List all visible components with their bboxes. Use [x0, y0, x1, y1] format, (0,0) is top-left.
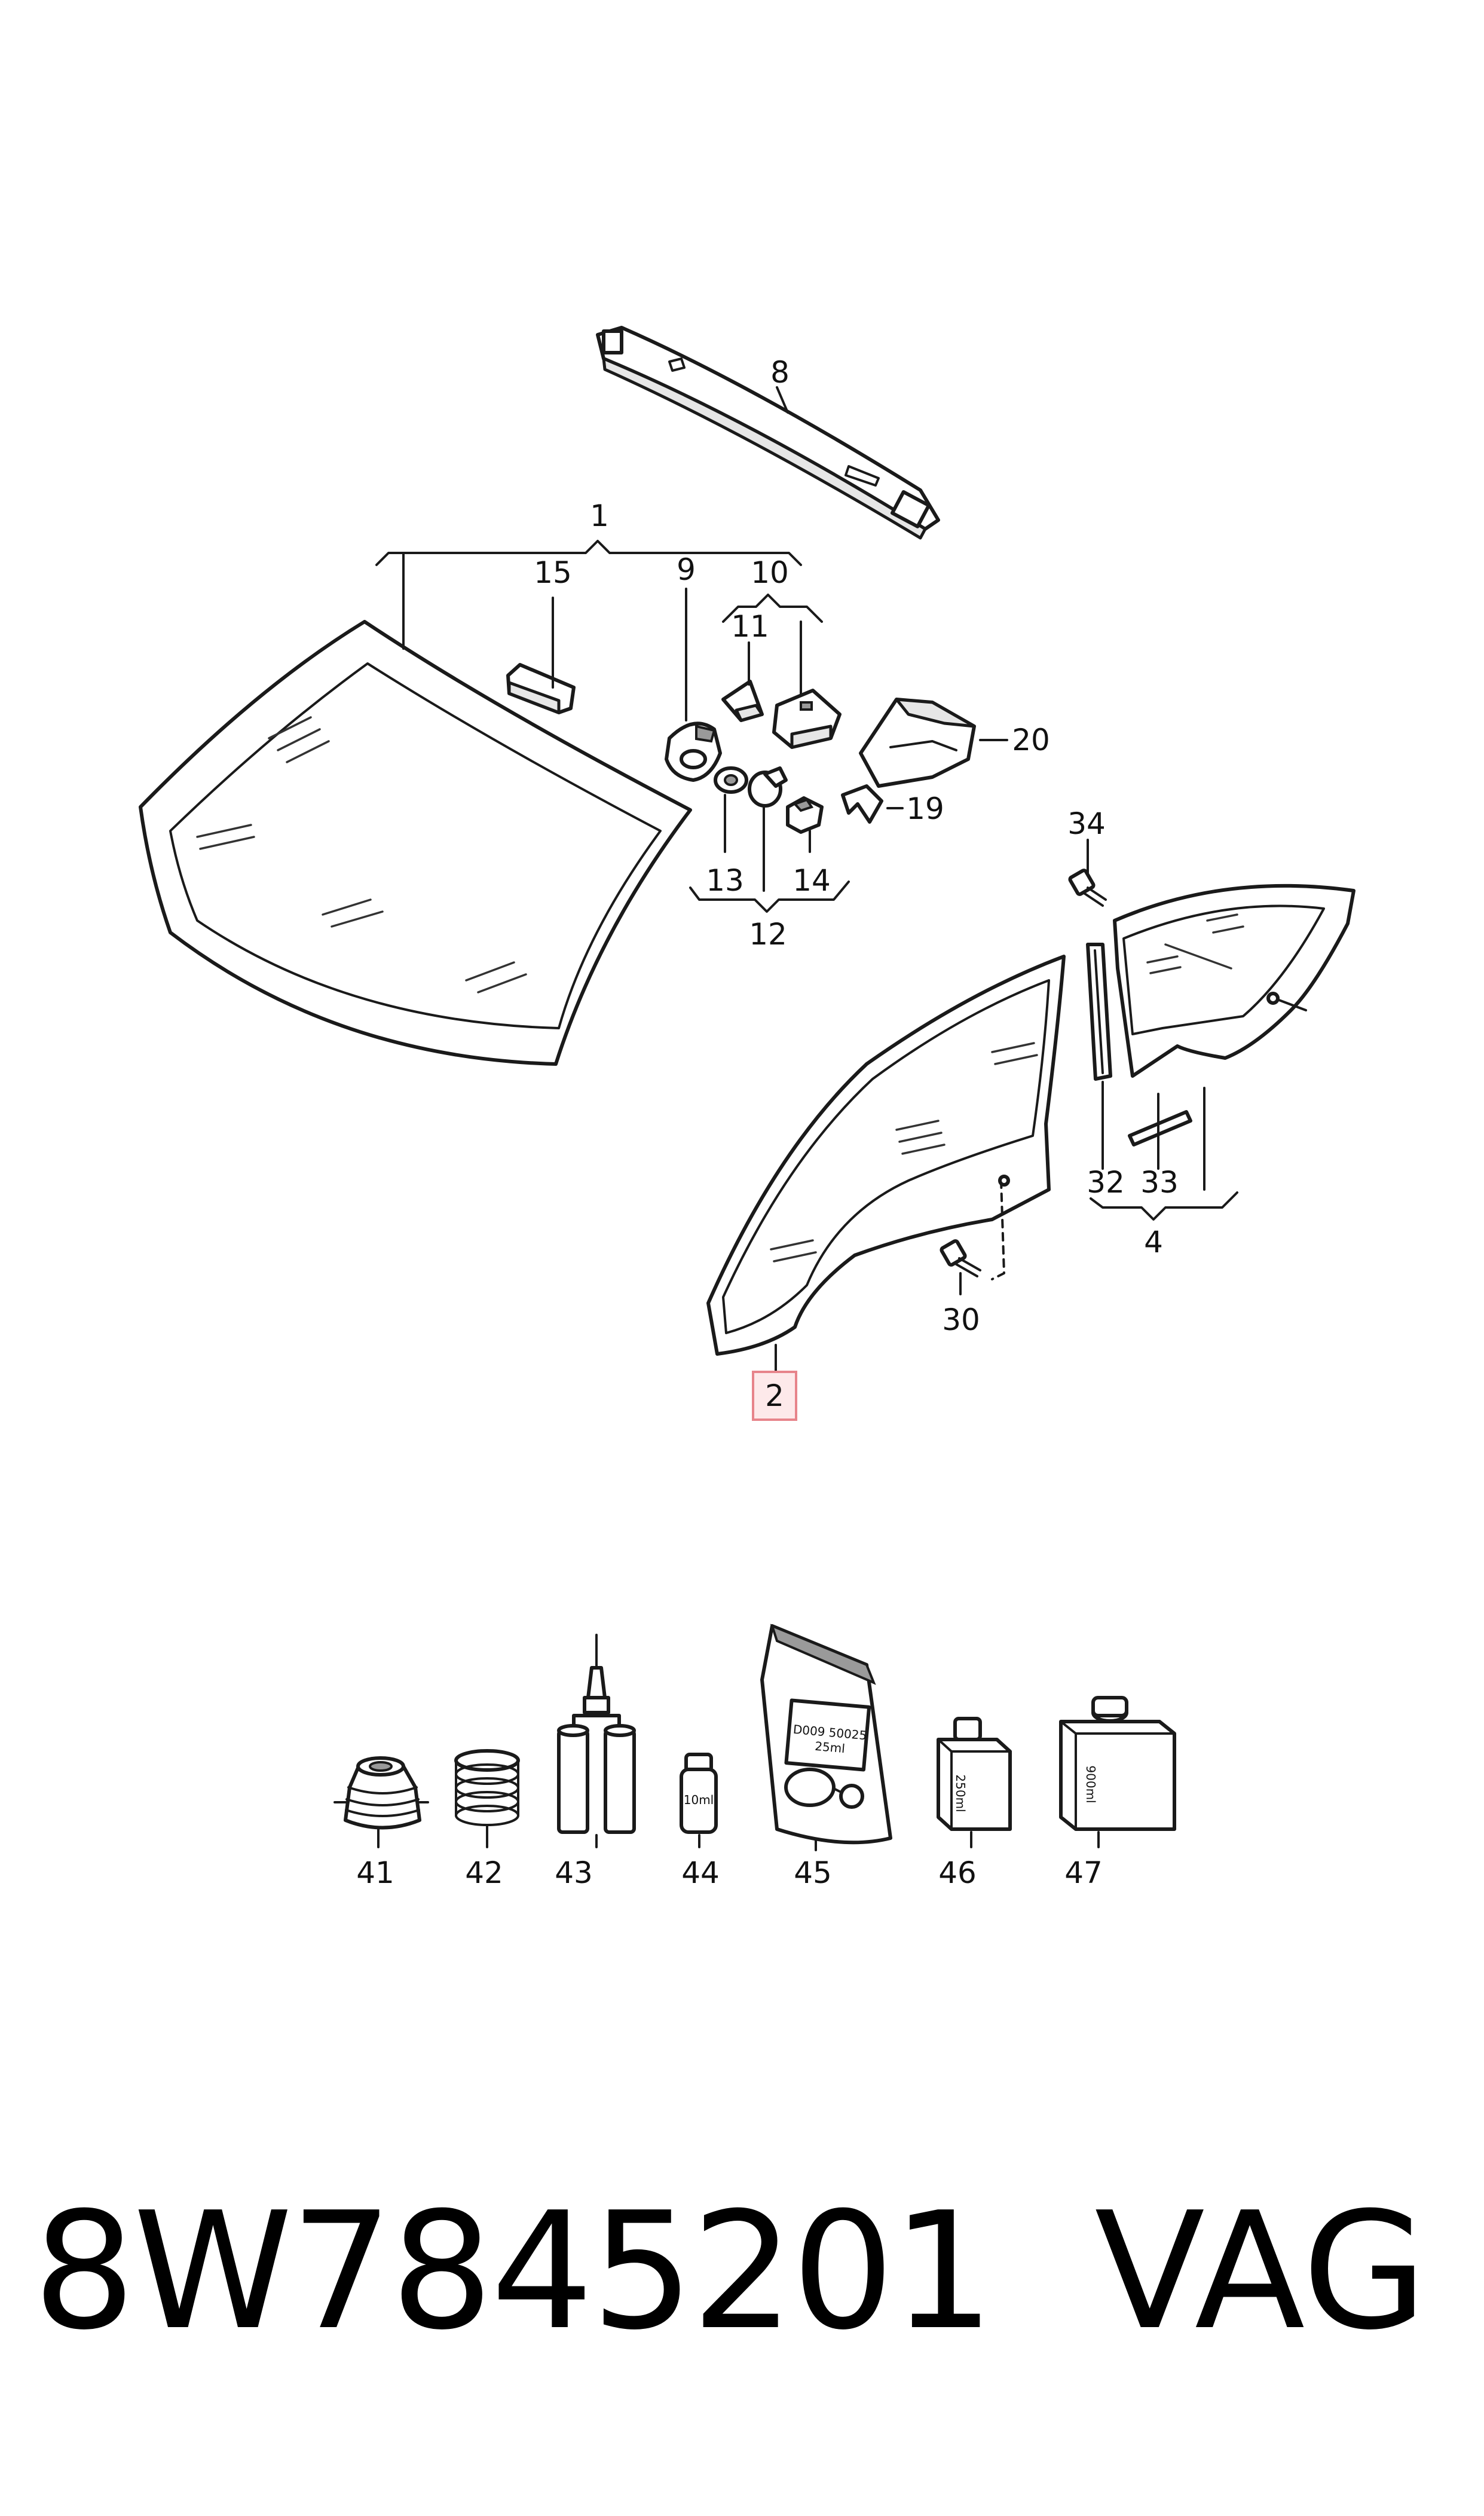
label-4: 4 — [1144, 1225, 1163, 1259]
label-43: 43 — [555, 1855, 593, 1890]
item-45-pouch — [760, 1624, 892, 1845]
label-2: 2 — [765, 1378, 784, 1413]
item-47-canister — [1059, 1696, 1176, 1831]
part-33-pad — [1128, 1110, 1192, 1147]
part-14-mount — [786, 796, 824, 834]
part-11-cover — [721, 680, 764, 722]
part-4-quarter-glass — [1113, 883, 1356, 1078]
label-13: 13 — [706, 863, 744, 898]
part-12-sensor — [748, 766, 788, 808]
label-14: 14 — [793, 863, 831, 898]
part-32-seal-strip — [1086, 943, 1112, 1081]
label-30: 30 — [942, 1303, 980, 1337]
pouch-45-text-line2: 25ml — [814, 1739, 845, 1756]
item-44-bottle — [680, 1753, 718, 1834]
item-42-coil — [454, 1749, 520, 1826]
label-41: 41 — [356, 1855, 394, 1890]
bottle-44-text: 10ml — [684, 1793, 714, 1807]
footer: 8W7845201 VAG — [0, 2182, 1484, 2361]
part-8-frame-bar — [596, 326, 940, 540]
part-9-holder — [665, 722, 722, 782]
label-11: 11 — [731, 609, 769, 644]
part-20-housing — [859, 698, 976, 788]
part-13-ring — [714, 766, 748, 794]
part-10-bracket — [772, 689, 842, 749]
bracket-12 — [689, 881, 850, 913]
leader-8 — [776, 386, 789, 414]
bracket-4 — [1090, 1191, 1238, 1221]
box-46-text: 250ml — [953, 1774, 968, 1812]
label-1: 1 — [590, 499, 609, 533]
bracket-10 — [722, 594, 823, 623]
item-43-cartridge — [557, 1634, 636, 1834]
brand-name: VAG — [1094, 2177, 1427, 2365]
label-10: 10 — [751, 555, 789, 590]
part-number: 8W7845201 — [33, 2177, 995, 2365]
canister-47-text: 900ml — [1084, 1765, 1098, 1803]
label-44: 44 — [681, 1855, 720, 1890]
part-30-bolt — [940, 1239, 981, 1277]
label-45: 45 — [794, 1855, 832, 1890]
part-15-clip — [506, 663, 576, 714]
item-46-box — [937, 1717, 1012, 1831]
label-32: 32 — [1087, 1165, 1125, 1200]
label-9: 9 — [677, 552, 696, 587]
part-2-door-glass — [706, 955, 1066, 1356]
label-20: 20 — [1012, 723, 1050, 757]
item-41-rubber-cone — [333, 1756, 429, 1830]
label-42: 42 — [465, 1855, 503, 1890]
label-47: 47 — [1064, 1855, 1103, 1890]
label-34: 34 — [1067, 806, 1106, 841]
part-19-clip — [841, 784, 883, 824]
label-12: 12 — [749, 917, 787, 952]
label-8: 8 — [770, 355, 790, 390]
label-46: 46 — [938, 1855, 977, 1890]
part-34-bolt — [1068, 869, 1107, 907]
part-1-windscreen — [139, 620, 692, 1066]
label-33: 33 — [1140, 1165, 1179, 1200]
bracket-1 — [375, 540, 802, 650]
label-2-highlight — [752, 1371, 797, 1421]
label-19: 19 — [906, 791, 944, 826]
label-15: 15 — [534, 555, 572, 590]
